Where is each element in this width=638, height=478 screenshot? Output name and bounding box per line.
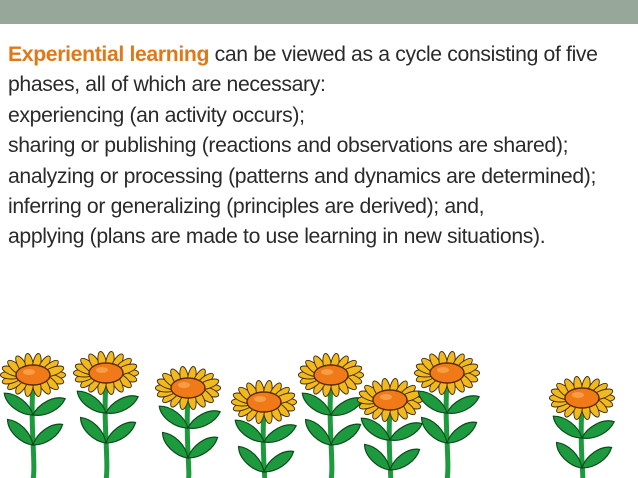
sunflower-icon bbox=[0, 353, 67, 478]
sunflower-icon bbox=[548, 376, 616, 478]
sunflower-icon bbox=[72, 351, 140, 478]
phase-line-analyzing: analyzing or processing (patterns and dy… bbox=[8, 164, 596, 188]
sunflower-icon bbox=[297, 353, 365, 478]
top-accent-bar bbox=[0, 0, 638, 24]
phase-line-experiencing: experiencing (an activity occurs); bbox=[8, 103, 305, 127]
sunflower-row-icon bbox=[0, 351, 616, 478]
sunflower-icon bbox=[230, 380, 298, 478]
phase-line-sharing: sharing or publishing (reactions and obs… bbox=[8, 134, 569, 158]
term-highlight: Experiential learning bbox=[8, 43, 210, 66]
sunflower-icon bbox=[356, 378, 424, 478]
intro-paragraph: Experiential learning can be viewed as a… bbox=[8, 40, 634, 101]
intro-rest: can be viewed as a cycle consisting of f… bbox=[8, 43, 598, 97]
phase-line-inferring: inferring or generalizing (principles ar… bbox=[8, 195, 485, 219]
slide-body-text: Experiential learning can be viewed as a… bbox=[8, 40, 634, 253]
sunflower-icon bbox=[413, 351, 481, 478]
phase-line-applying: applying (plans are made to use learning… bbox=[8, 225, 546, 249]
sunflower-icon bbox=[154, 366, 222, 478]
